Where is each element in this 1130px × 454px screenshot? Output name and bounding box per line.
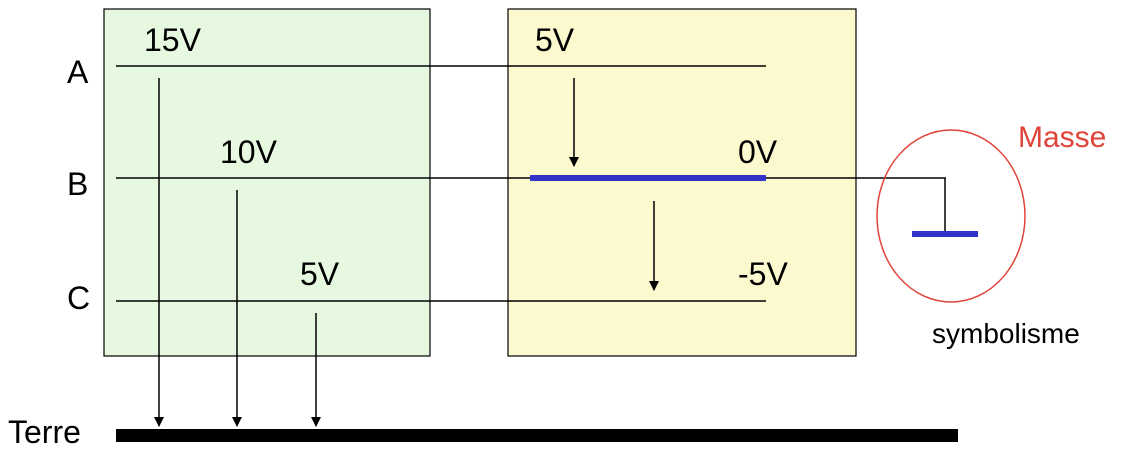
right-voltage-c: -5V [738,256,788,292]
ground-label: Terre [8,414,81,450]
masse-circle [876,129,1026,303]
masse-caption: symbolisme [932,318,1080,349]
right-voltage-a: 5V [535,22,575,58]
left-voltage-a: 15V [144,22,202,58]
row-label-b: B [67,166,88,202]
ground-bar [116,429,958,442]
right-voltage-b: 0V [738,134,778,170]
row-label-c: C [67,280,90,316]
left-box [103,8,431,357]
masse-label: Masse [1018,121,1106,154]
right-box [507,8,857,357]
left-voltage-c: 5V [300,256,340,292]
row-label-a: A [67,54,89,90]
left-voltage-b: 10V [220,134,278,170]
